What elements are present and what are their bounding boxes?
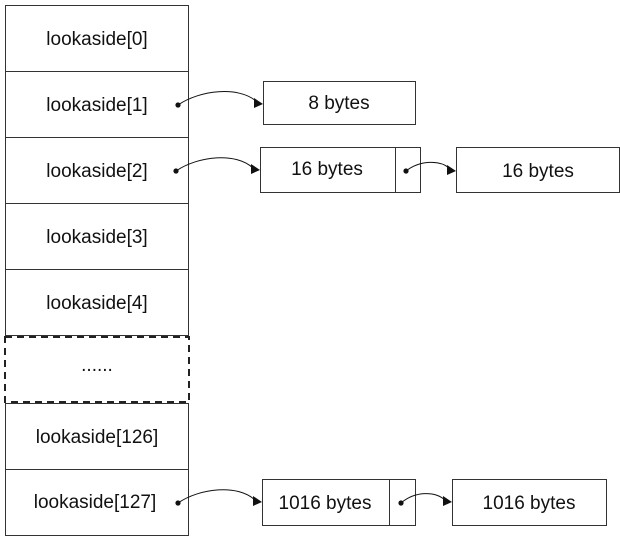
pointer-arrow	[177, 91, 257, 106]
cell-126-box	[5, 403, 189, 470]
lookaside-cell-127: lookaside[127]	[5, 469, 189, 536]
arrow-head	[251, 164, 260, 174]
node-16-bytes-2	[456, 147, 620, 193]
cell-4-label: lookaside[4]	[46, 293, 147, 314]
node-8-bytes-label: 8 bytes	[308, 93, 369, 114]
next-pointer-arrow	[405, 161, 450, 172]
node-1016-bytes-1-label: 1016 bytes	[279, 493, 372, 514]
pointer-arrow	[177, 489, 256, 504]
lookaside-array: lookaside[0] lookaside[1] lookaside[2] l…	[4, 5, 190, 536]
lookaside-cell-4: lookaside[4]	[5, 269, 189, 336]
chain-lookaside-1: 8 bytes	[175, 81, 416, 125]
lookaside-cell-0: lookaside[0]	[5, 5, 189, 72]
lookaside-cell-ellipsis: ......	[4, 336, 190, 403]
arrow-head	[443, 496, 452, 506]
lookaside-cell-2: lookaside[2]	[5, 137, 189, 204]
cell-0-label: lookaside[0]	[46, 29, 147, 50]
cell-2-label: lookaside[2]	[46, 161, 147, 182]
ellipsis-label: ......	[81, 355, 113, 376]
cell-3-label: lookaside[3]	[46, 227, 147, 248]
pointer-arrow	[175, 157, 254, 172]
cell-2-box	[5, 137, 189, 204]
arrow-head	[253, 496, 262, 506]
cell-127-box	[5, 469, 189, 536]
arrow-head	[447, 165, 456, 175]
lookaside-cell-126: lookaside[126]	[5, 403, 189, 470]
node-1016-bytes-2	[452, 479, 607, 526]
cell-1-label: lookaside[1]	[46, 95, 147, 116]
cell-126-label: lookaside[126]	[36, 427, 159, 448]
node-16-bytes-2-label: 16 bytes	[502, 161, 574, 182]
node-8-bytes	[263, 81, 416, 125]
cell-0-box	[5, 5, 189, 72]
node-16-bytes-1-label: 16 bytes	[291, 159, 363, 180]
chain-lookaside-127: 1016 bytes 1016 bytes	[175, 479, 607, 526]
lookaside-cell-3: lookaside[3]	[5, 203, 189, 270]
arrow-head	[254, 98, 263, 108]
next-pointer-arrow	[400, 493, 446, 504]
lookaside-cell-1: lookaside[1]	[5, 71, 189, 138]
cell-1-box	[5, 71, 189, 138]
cell-127-label: lookaside[127]	[34, 492, 157, 513]
cell-4-box	[5, 269, 189, 336]
cell-3-box	[5, 203, 189, 270]
chain-lookaside-2: 16 bytes 16 bytes	[173, 147, 620, 193]
ellipsis-box	[4, 336, 190, 403]
node-16-bytes-1	[260, 147, 421, 193]
node-1016-bytes-2-label: 1016 bytes	[483, 493, 576, 514]
